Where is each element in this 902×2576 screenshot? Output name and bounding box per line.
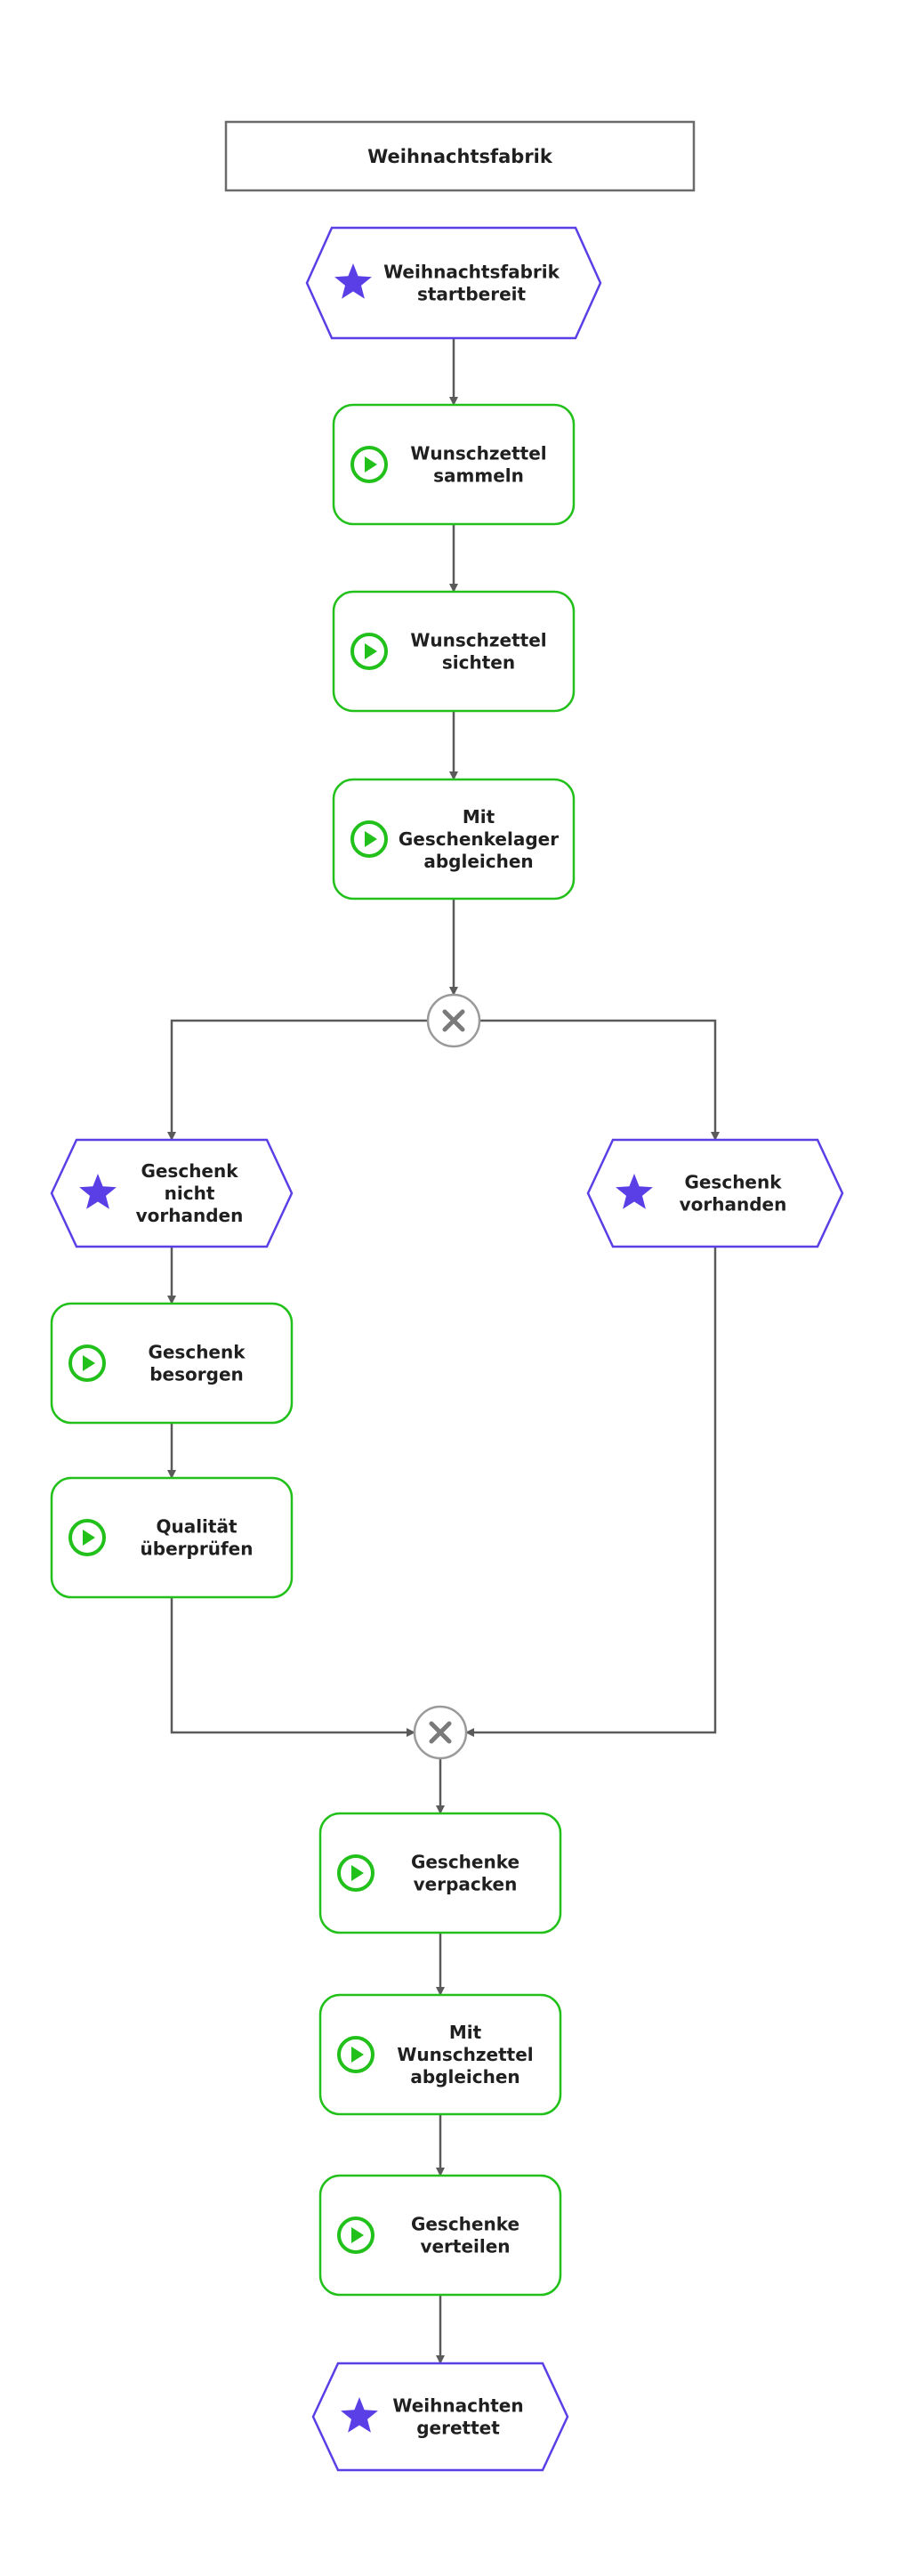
close-icon bbox=[442, 1009, 465, 1032]
edge-f-qualitaet-to-x-join bbox=[170, 1597, 415, 1737]
node-label-line: überprüfen bbox=[141, 1538, 254, 1560]
nodes-layer: WeihnachtsfabrikstartbereitWunschzettels… bbox=[50, 226, 844, 2472]
play-icon bbox=[350, 820, 388, 858]
node-label-line: vorhanden bbox=[680, 1194, 787, 1215]
node-label-line: Weihnachtsfabrik bbox=[383, 262, 560, 283]
play-icon bbox=[350, 633, 388, 670]
star-icon bbox=[616, 1174, 653, 1209]
function-shape bbox=[50, 1302, 294, 1425]
node-label-line: verpacken bbox=[414, 1874, 518, 1895]
node-label-line: abgleichen bbox=[410, 2066, 519, 2087]
node-label-line: Geschenk bbox=[141, 1160, 238, 1182]
star-icon bbox=[341, 2397, 378, 2433]
node-label-line: Geschenke bbox=[411, 2214, 519, 2235]
node-label-line: Wunschzettel bbox=[397, 2044, 533, 2065]
function-shape bbox=[332, 590, 576, 713]
event-shape bbox=[305, 226, 602, 340]
function-shape bbox=[318, 1812, 562, 1934]
diagram-title-box: Weihnachtsfabrik bbox=[224, 120, 696, 192]
node-label-line: Wunschzettel bbox=[410, 443, 546, 464]
node-label-line: abgleichen bbox=[423, 851, 533, 872]
node-label-line: verteilen bbox=[420, 2236, 510, 2257]
node-label-line: besorgen bbox=[149, 1364, 244, 1385]
node-label-line: gerettet bbox=[416, 2418, 500, 2439]
node-label-line: vorhanden bbox=[136, 1205, 244, 1226]
play-icon bbox=[68, 1519, 106, 1556]
event-shape bbox=[586, 1138, 844, 1248]
function-shape bbox=[318, 2174, 562, 2297]
node-label-line: Wunschzettel bbox=[410, 630, 546, 651]
xor-connector[interactable] bbox=[426, 993, 481, 1048]
function-shape bbox=[332, 403, 576, 526]
close-icon bbox=[429, 1721, 452, 1744]
node-label-line: Geschenke bbox=[411, 1852, 519, 1873]
node-label-line: sichten bbox=[442, 652, 515, 674]
node-label-line: Geschenk bbox=[684, 1172, 782, 1193]
node-label-line: Geschenkelager bbox=[399, 828, 559, 850]
event-shape bbox=[311, 2362, 569, 2472]
function-shape bbox=[318, 1993, 562, 2116]
star-icon bbox=[334, 263, 372, 299]
play-icon bbox=[350, 446, 388, 483]
edge-x-split-to-e-nicht-vorhanden bbox=[167, 1019, 428, 1141]
node-label-line: Geschenk bbox=[148, 1342, 246, 1363]
edges-layer bbox=[167, 338, 720, 2364]
node-label-line: Mit bbox=[449, 2022, 482, 2043]
diagram-title: Weihnachtsfabrik bbox=[367, 146, 553, 167]
event-shape bbox=[50, 1138, 294, 1248]
node-label-line: Weihnachten bbox=[392, 2395, 523, 2417]
edge-e-vorhanden-to-x-join bbox=[465, 1247, 717, 1737]
play-icon bbox=[337, 2036, 374, 2073]
star-icon bbox=[79, 1174, 117, 1209]
play-icon bbox=[68, 1345, 106, 1382]
play-icon bbox=[337, 1854, 374, 1892]
function-shape bbox=[332, 778, 576, 900]
node-label-line: sammeln bbox=[433, 465, 524, 487]
edge-x-split-to-e-vorhanden bbox=[479, 1019, 720, 1141]
play-icon bbox=[337, 2217, 374, 2254]
node-label-line: startbereit bbox=[417, 284, 527, 305]
function-shape bbox=[50, 1476, 294, 1599]
node-label-line: Qualität bbox=[156, 1516, 238, 1538]
node-label-line: Mit bbox=[463, 806, 495, 828]
node-label-line: nicht bbox=[165, 1183, 215, 1204]
xor-connector[interactable] bbox=[413, 1705, 468, 1760]
